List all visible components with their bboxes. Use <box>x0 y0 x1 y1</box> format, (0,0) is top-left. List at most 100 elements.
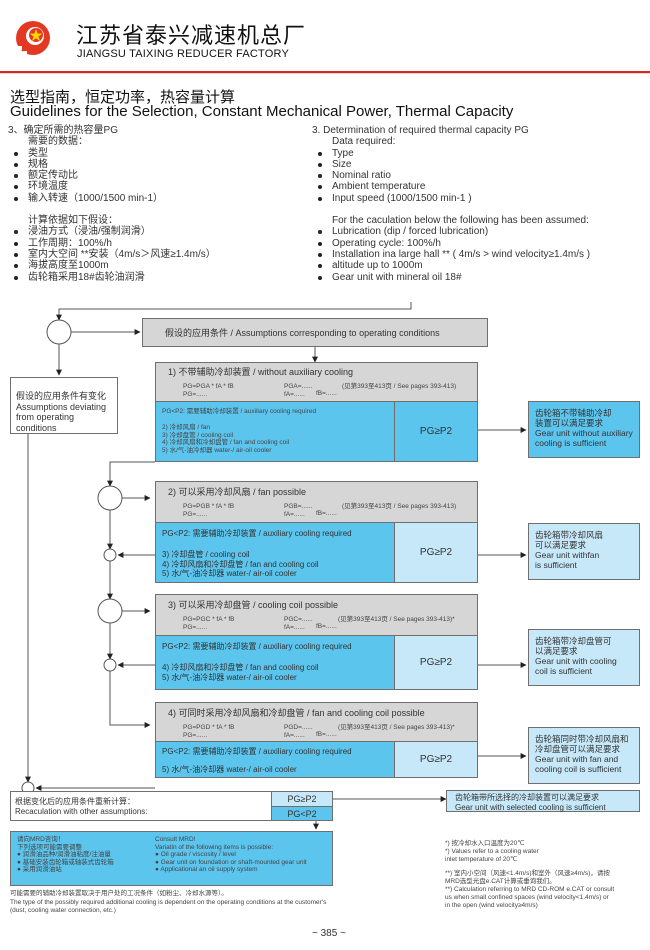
junction-node-small <box>103 548 117 562</box>
option: 3) 冷却盘管 / cooling coil <box>162 550 250 559</box>
option: 4) 冷却风扇和冷却盘管 / fan and cooling coil <box>162 663 319 672</box>
list-item: 环境温度 <box>8 181 308 192</box>
list-item: 海拔高度至1000m <box>8 260 308 271</box>
page-ref: (见第393至413页 / See pages 393-413)* <box>338 724 455 731</box>
deviating-assumptions-box: 假设的应用条件有变化 Assumptions deviating from op… <box>10 377 118 434</box>
pgx-value: PGA=...... <box>284 383 313 390</box>
section-heading: 3. Determination of required thermal cap… <box>312 125 529 136</box>
case-title: 1) 不带辅助冷却装置 / without auxiliary cooling <box>168 367 354 377</box>
case-3-condition: PG≥P2 <box>394 635 478 690</box>
recalc-ge-condition: PG≥P2 <box>271 791 333 807</box>
case-title: 2) 可以采用冷却风扇 / fan possible <box>168 487 307 497</box>
footnote-1-en: *) Values refer to a cooling water <box>445 847 539 855</box>
list-item: 类型 <box>8 148 308 159</box>
result-en: cooling coil is sufficient <box>535 764 622 774</box>
consult-item: ● 基础安装齿轮箱或轴装式齿轮箱 <box>17 858 114 866</box>
fb-value: fB=...... <box>316 731 337 738</box>
footer-note-en: The type of the possibly required additi… <box>10 898 327 906</box>
recalc-label-cn: 根据变化后的应用条件重新计算： <box>15 797 135 806</box>
consult-item: ● Applicational an oil supply system <box>155 866 258 874</box>
result-cn: 齿轮箱不带辅助冷却 <box>535 408 612 418</box>
case-1-condition: PG≥P2 <box>394 401 478 462</box>
footnotes: *) 按冷却水入口温度为20℃ *) Values refer to a coo… <box>445 840 614 909</box>
pgx-value: PGD=...... <box>284 724 313 731</box>
list-item: Type <box>312 148 650 159</box>
fa-value: fA=...... <box>284 390 305 398</box>
consult-title-cn: 请向MRD咨询！ <box>17 836 65 843</box>
fb-value: fB=...... <box>316 390 337 397</box>
cooling-required: PG<P2: 需要辅助冷却装置 / auxiliary cooling requ… <box>162 642 352 651</box>
connector <box>107 461 155 487</box>
case-4-header: 4) 可同时采用冷却风扇和冷却盘管 / fan and cooling coil… <box>155 702 478 742</box>
case-3-result: 齿轮箱带冷却盘管可 以满足要求 Gear unit with cooling c… <box>528 629 640 686</box>
list-item: 浸油方式（浸油/强制润滑） <box>8 226 308 237</box>
option: 5) 水/气-油冷却器 water-/ air-oil cooler <box>162 446 272 454</box>
list-item: Lubrication (dip / forced lubrication) <box>312 226 650 237</box>
footer-note-en: (dust, cooling water connection, etc.) <box>10 907 116 914</box>
list-item: Installation ina large hall ** ( 4m/s > … <box>312 249 650 260</box>
option: 5) 水/气-油冷却器 water-/ air-oil cooler <box>162 765 297 774</box>
case-1-header: 1) 不带辅助冷却装置 / without auxiliary cooling … <box>155 362 478 402</box>
pg-value: PG=...... <box>183 510 208 518</box>
requirements-en: 3. Determination of required thermal cap… <box>312 125 650 283</box>
list-item: Operating cycle: 100%/h <box>312 238 650 249</box>
data-required-label: 需要的数据： <box>28 136 88 148</box>
page-number: ~ 385 ~ <box>312 928 346 939</box>
company-name-cn: 江苏省泰兴减速机总厂 <box>76 24 307 49</box>
selected-cooling-result: 齿轮箱带所选择的冷却装置可以满足要求 Gear unit with select… <box>446 790 640 812</box>
connector <box>109 671 151 728</box>
footnote-1-en: inlet temperature of 20℃ <box>445 855 518 863</box>
formula: PG=PGC * fA * fB <box>183 616 235 623</box>
result-en: Gear unit with cooling <box>535 656 617 666</box>
footnote-2-en: in the open (wind velocity≥4m/s) <box>445 901 538 909</box>
result-cn: 冷却盘管可以满足要求 <box>535 744 621 754</box>
assumptions-box: 假设的应用条件 / Assumptions corresponding to o… <box>142 318 488 347</box>
footnote-1-cn: *) 按冷却水入口温度为20℃ <box>445 840 525 847</box>
case-3-header: 3) 可以采用冷却盘管 / cooling coil possible PG=P… <box>155 594 478 636</box>
consult-item: ● Gear unit on foundation or shaft-mount… <box>155 858 307 866</box>
case-2-header: 2) 可以采用冷却风扇 / fan possible PG=PGB * fA *… <box>155 481 478 523</box>
junction-node <box>46 319 72 345</box>
assumptions-list: Lubrication (dip / forced lubrication) O… <box>312 226 650 283</box>
pgx-value: PGB=...... <box>284 503 313 510</box>
formula: PG=PGD * fA * fB <box>183 724 235 731</box>
page-ref: (见第393至413页 / See pages 393-413)* <box>338 616 455 623</box>
data-required-label: Data required: <box>332 136 396 148</box>
assumptions-box-label: 假设的应用条件 / Assumptions corresponding to o… <box>165 328 440 338</box>
pgx-value: PGC=...... <box>284 616 313 623</box>
list-item: Input speed (1000/1500 min-1 ) <box>312 193 650 204</box>
case-4-options: PG<P2: 需要辅助冷却装置 / auxiliary cooling requ… <box>155 741 395 778</box>
case-title: 3) 可以采用冷却盘管 / cooling coil possible <box>168 600 339 610</box>
option: 5) 水/气-油冷却器 water-/ air-oil cooler <box>162 569 297 578</box>
case-1-result: 齿轮箱不带辅助冷却 装置可以满足要求 Gear unit without aux… <box>528 401 640 458</box>
result-en: coil is sufficient <box>535 666 593 676</box>
consult-item-text: 润滑油品种/润滑油粘度/注油量 <box>22 851 111 859</box>
result-cn: 齿轮箱带所选择的冷却装置可以满足要求 <box>455 793 599 802</box>
result-en: Gear unit withfan <box>535 550 600 560</box>
consult-sub-en: Variatin of the following items is possi… <box>155 843 274 851</box>
case-1-options: PG<P2: 需要辅助冷却装置 / auxiliary cooling requ… <box>155 401 395 462</box>
list-item: 齿轮箱采用18#齿轮油润滑 <box>8 272 308 283</box>
consult-item-text: 基础安装齿轮箱或轴装式齿轮箱 <box>22 858 114 866</box>
option: 4) 冷却风扇和冷却盘管 / fan and cooling coil <box>162 559 319 569</box>
recalc-box: 根据变化后的应用条件重新计算： Recaculation with other … <box>10 791 272 821</box>
pg-value: PG=...... <box>183 390 208 398</box>
fa-value: fA=...... <box>284 510 305 518</box>
cooling-required: PG<P2: 需要辅助冷却装置 / auxiliary cooling requ… <box>162 408 317 415</box>
result-cn: 以满足要求 <box>535 646 578 656</box>
case-4-result: 齿轮箱同时带冷却风扇和 冷却盘管可以满足要求 Gear unit with fa… <box>528 727 640 784</box>
footer-note: 可能需要的辅助冷却装置取决于用户处的工况条件（如粉尘、冷却水源等）。 The t… <box>10 890 326 916</box>
result-cn: 装置可以满足要求 <box>535 418 604 428</box>
consult-item: ● 采用润滑油站 <box>17 866 62 874</box>
junction-node <box>97 598 123 624</box>
consult-sub-cn: 下列选项可能需要调整 <box>17 843 82 851</box>
result-en: Gear unit without auxiliary <box>535 428 633 438</box>
list-item: 室内大空间 **安装（4m/s＞风速≥1.4m/s） <box>8 249 308 260</box>
junction-node <box>97 485 123 511</box>
section-heading: 3、确定所需的热容量PG <box>8 125 119 136</box>
formula: PG=PGB * fA * fB <box>183 503 235 510</box>
formula: PG=PGA * fA * fB <box>183 383 234 390</box>
page-title-en: Guidelines for the Selection, Constant M… <box>10 103 514 120</box>
list-item: altitude up to 1000m <box>312 260 650 271</box>
assumptions-label: 计算依据如下假设： <box>28 215 118 227</box>
